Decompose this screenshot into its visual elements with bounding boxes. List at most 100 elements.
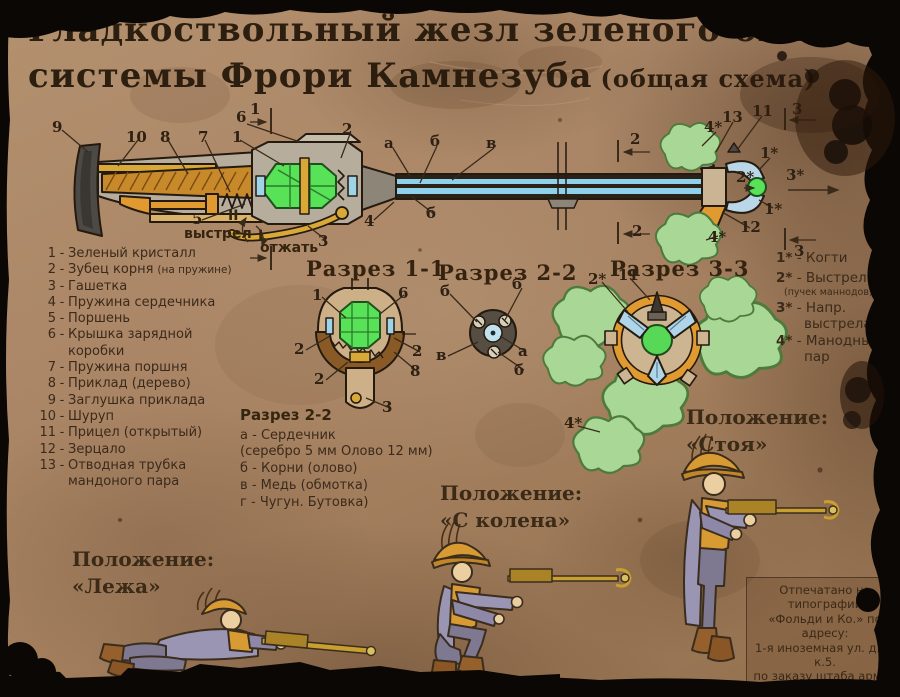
callout-11: 11 bbox=[618, 266, 639, 284]
position-kneeling-name: «С колена» bbox=[440, 508, 571, 532]
star-legend-row: 1* - Когти bbox=[776, 250, 848, 266]
callout-4star: 4* bbox=[564, 414, 583, 432]
poster-title-line2-main: системы Фрори Камнезуба bbox=[28, 56, 593, 96]
material-detail: (серебро 5 мм Олово 12 мм) bbox=[240, 444, 433, 459]
callout-1: 1 bbox=[312, 286, 323, 304]
materials-header: Разрез 2-2 bbox=[240, 406, 332, 424]
part-note: (на пружине) bbox=[157, 264, 232, 277]
callout-13: 13 bbox=[722, 108, 743, 126]
callout-4: 4 bbox=[364, 212, 375, 230]
callout-b: б bbox=[514, 361, 525, 379]
part-label: Зеленый кристалл bbox=[68, 246, 196, 261]
callout-2: 2 bbox=[342, 120, 353, 138]
callout-9: 9 bbox=[52, 118, 63, 136]
part-row: 5-Поршень bbox=[47, 311, 131, 327]
callout-3star: 3* bbox=[786, 166, 805, 184]
part-label: Пружина поршня bbox=[68, 360, 188, 376]
callout-2: 2 bbox=[314, 370, 325, 388]
part-label: Приклад (дерево) bbox=[68, 376, 191, 392]
material-row: г - Чугун. Бутовка) bbox=[240, 495, 369, 510]
material-row: в - Медь (обмотка) bbox=[240, 478, 368, 493]
part-row: 13-Отводная трубка bbox=[39, 457, 187, 473]
part-row: 2-Зубец корня(на пружине) bbox=[47, 262, 232, 278]
poster-title-note: (общая схема) bbox=[600, 64, 817, 93]
position-standing-label: Положение: «Стоя» bbox=[686, 405, 829, 456]
callout-8: 8 bbox=[160, 128, 171, 146]
part-label: Отводная трубка bbox=[68, 457, 187, 473]
star-legend-row: 2* - Выстрел bbox=[776, 270, 867, 286]
section-title-2-2: Разрез 2-2 bbox=[438, 260, 578, 285]
callout-6: 6 bbox=[398, 284, 409, 302]
cut-marker-2-label: 2 bbox=[632, 222, 643, 240]
imprint-line: Республики Лендал. bbox=[762, 683, 888, 697]
part-label: Гашетка bbox=[68, 278, 128, 294]
part-row: 12-Зерцало bbox=[39, 441, 126, 457]
part-row: 9-Заглушка приклада bbox=[47, 392, 206, 408]
star-legend-row2: пар bbox=[804, 349, 830, 365]
callout-1star: 1* bbox=[764, 200, 783, 218]
poster-title-line1: Гладкоствольный жезл зеленого огня bbox=[28, 10, 832, 50]
cut-marker-3-label: 3 bbox=[794, 242, 805, 260]
cut-marker-1-label: 1 bbox=[250, 100, 261, 118]
callout-6: 6 bbox=[236, 108, 247, 126]
imprint-line: Отпечатано на типографии bbox=[779, 583, 871, 612]
callout-2: 2 bbox=[412, 342, 423, 360]
callout-7: 7 bbox=[198, 128, 209, 146]
parts-list: 1-Зеленый кристалл 2-Зубец корня(на пруж… bbox=[34, 246, 249, 490]
callout-3: 3 bbox=[318, 232, 329, 250]
callout-1: 1 bbox=[232, 128, 243, 146]
part-label: Прицел (открытый) bbox=[68, 425, 203, 441]
part-label: Зерцало bbox=[68, 441, 126, 457]
imprint-line: 1-я иноземная ул. д.32 к.5. bbox=[755, 640, 895, 670]
cut-marker-2-label: 2 bbox=[630, 130, 641, 148]
part-label: Пружина сердечника bbox=[68, 294, 216, 310]
callout-v: в bbox=[436, 346, 447, 364]
callout-11: 11 bbox=[752, 102, 773, 120]
callout-b: б bbox=[512, 275, 523, 293]
callout-4star: 4* bbox=[708, 228, 727, 246]
part-row: 4-Пружина сердечника bbox=[47, 294, 216, 310]
section-title-1-1: Разрез 1-1 bbox=[306, 256, 446, 281]
part-label: Зубец корня bbox=[68, 262, 154, 278]
callout-b: б bbox=[440, 282, 451, 300]
star-legend-row: 3* - Напр. bbox=[776, 300, 847, 316]
star-legend-note: (пучек маннодов) bbox=[784, 287, 873, 298]
part-row: 6-Крышка зарядной коробки bbox=[34, 327, 249, 360]
position-standing-name: «Стоя» bbox=[686, 432, 768, 456]
callout-3: 3 bbox=[382, 398, 393, 416]
position-lying-name: «Лежа» bbox=[72, 574, 161, 598]
part-row: 3-Гашетка bbox=[47, 278, 128, 294]
action-shot-label: выстрел bbox=[184, 226, 252, 242]
star-legend-row: 4* - Манодный bbox=[776, 333, 881, 349]
part-label: Заглушка приклада bbox=[68, 392, 206, 408]
star-legend-row2: выстрела bbox=[804, 316, 872, 332]
imprint-line: «Фольди и Ко.» по адресу: bbox=[768, 611, 882, 641]
action-shot-numeral: II bbox=[228, 208, 239, 224]
imprint-line: по заказу штаба армии bbox=[753, 669, 897, 684]
callout-2star: 2* bbox=[736, 168, 755, 186]
part-label-line2: мандоного пара bbox=[68, 474, 180, 490]
part-row: 7-Пружина поршня bbox=[47, 360, 188, 376]
poster-title-line2: системы Фрори Камнезуба(общая схема) bbox=[28, 56, 816, 96]
callout-12: 12 bbox=[740, 218, 761, 236]
callout-1star: 1* bbox=[760, 144, 779, 162]
position-kneeling-label: Положение: «С колена» bbox=[440, 481, 583, 532]
part-row: 1-Зеленый кристалл bbox=[47, 246, 196, 261]
part-row: 8-Приклад (дерево) bbox=[47, 376, 191, 392]
material-row: б - Корни (олово) bbox=[240, 461, 358, 476]
part-label: Крышка зарядной коробки bbox=[68, 327, 193, 359]
callout-2star: 2* bbox=[588, 270, 607, 288]
action-release-label: отжать bbox=[260, 240, 319, 256]
callout-a: а bbox=[518, 342, 528, 360]
part-label: Поршень bbox=[68, 311, 131, 327]
callout-4star: 4* bbox=[704, 118, 723, 136]
cut-marker-3-label: 3 bbox=[792, 100, 803, 118]
callout-a: а bbox=[384, 134, 394, 152]
callout-b: б bbox=[430, 132, 441, 150]
part-row: 11-Прицел (открытый) bbox=[39, 425, 203, 441]
part-row: 10-Шуруп bbox=[39, 408, 115, 424]
position-lying-label: Положение: «Лежа» bbox=[72, 547, 215, 598]
callout-10: 10 bbox=[126, 128, 147, 146]
callout-v: в bbox=[486, 134, 497, 152]
